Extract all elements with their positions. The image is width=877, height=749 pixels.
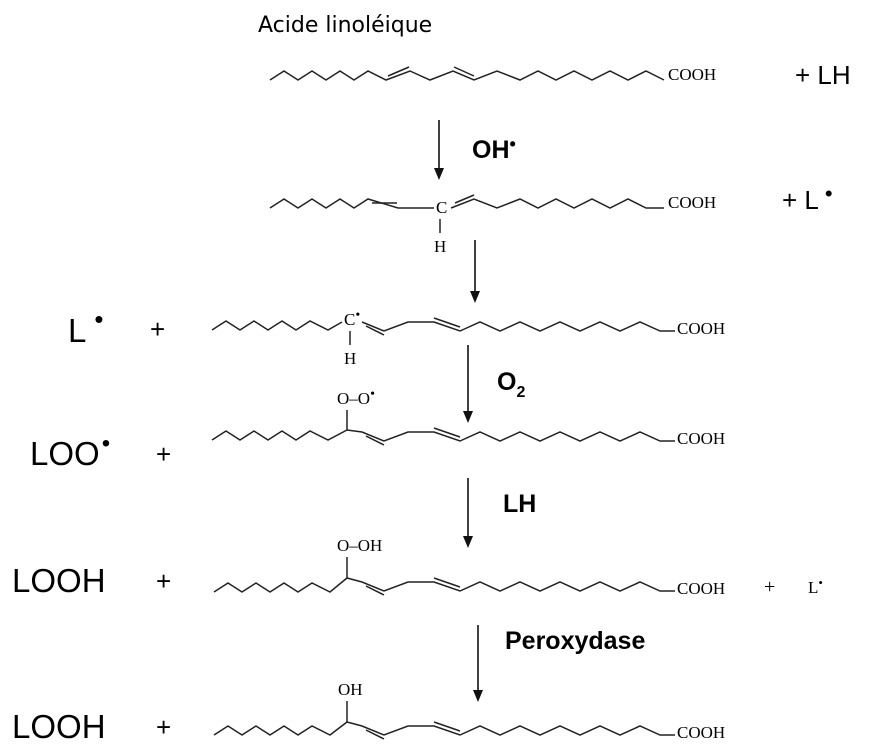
reagent-oxygen: O2: [497, 368, 525, 401]
hydroperoxy-group-label: O–OH: [337, 536, 382, 555]
reagent-oh-text: OH: [472, 136, 510, 164]
title-label: Acide linoléique: [258, 13, 432, 38]
plus-row-5: +: [156, 566, 171, 596]
radical-carbon-label: C: [436, 198, 447, 217]
reagent-peroxydase: Peroxydase: [505, 627, 645, 655]
molecule-linoleic-acid: COOH: [269, 65, 716, 84]
plus-row-4: +: [156, 439, 171, 469]
linoleyl-radical-product-label: + L•: [782, 181, 833, 215]
cooh-label-3: COOH: [677, 319, 725, 338]
radical-carbon-label-b: C•: [344, 308, 360, 329]
peroxyl-radical-label: LOO•: [30, 430, 110, 472]
reagent-hydroxyl-radical: OH•: [472, 134, 516, 164]
cooh-label-4: COOH: [677, 429, 725, 448]
plus-row-5-right: +: [764, 576, 775, 598]
hydroxy-group-label: OH: [338, 680, 363, 699]
molecule-hydroperoxide: O–OH COOH: [213, 536, 725, 598]
cooh-label-6: COOH: [677, 723, 725, 742]
linoleyl-radical-label: L•: [68, 304, 103, 349]
molecule-hydroxy-acid: OH COOH: [213, 680, 725, 742]
final-label: LOOH: [12, 708, 106, 745]
peroxyl-group-label: O–O•: [337, 387, 375, 408]
hydrogen-label-a: H: [434, 237, 446, 256]
cooh-label-5: COOH: [677, 579, 725, 598]
lh-product-label: + LH: [795, 60, 851, 90]
molecule-linoleyl-radical-b: C• H COOH: [211, 308, 725, 368]
reagent-lh: LH: [503, 490, 536, 518]
cooh-label-1: COOH: [668, 65, 716, 84]
hydrogen-label-b: H: [344, 349, 356, 368]
linoleyl-radical-byproduct: L•: [808, 575, 823, 597]
hydroperoxide-label: LOOH: [12, 562, 106, 599]
molecule-linoleyl-radical-a: C H COOH: [269, 193, 716, 256]
cooh-label-2: COOH: [668, 193, 716, 212]
plus-row-3: +: [150, 314, 165, 344]
plus-row-6: +: [156, 712, 171, 742]
molecule-peroxyl-radical: O–O• COOH: [211, 387, 725, 448]
